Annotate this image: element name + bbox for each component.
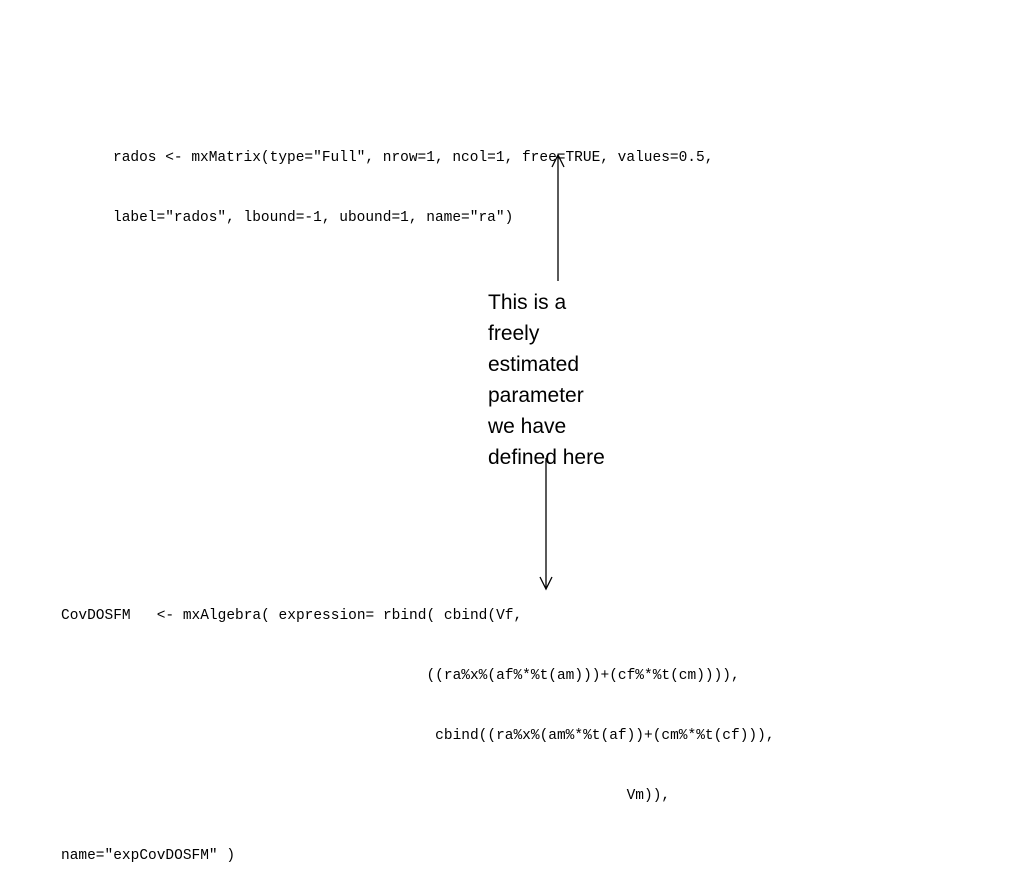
bottom-code-block: CovDOSFM <- mxAlgebra( expression= rbind… [61,566,775,886]
bottom-code-line-1: CovDOSFM <- mxAlgebra( expression= rbind… [61,608,523,624]
bottom-code-line-3: cbind((ra%x%(am%*%t(af))+(cm%*%t(cf))), [61,728,775,744]
bottom-code-line-4: Vm)), [61,788,671,804]
bottom-code-line-5: name="expCovDOSFM" ) [61,848,236,864]
top-code-line-2: label="rados", lbound=-1, ubound=1, name… [113,210,514,226]
callout-line-5: we have [488,415,567,438]
callout-line-1: This is a [488,291,567,314]
callout-line-6: defined here [488,446,605,469]
top-code-line-1: rados <- mxMatrix(type="Full", nrow=1, n… [113,150,714,166]
top-code-block: rados <- mxMatrix(type="Full", nrow=1, n… [113,108,713,248]
callout-line-4: parameter [488,384,584,407]
callout-text: This is a freely estimated parameter we … [488,287,638,473]
callout-line-2: freely [488,322,540,345]
callout-line-3: estimated [488,353,580,376]
bottom-code-line-2: ((ra%x%(af%*%t(am)))+(cf%*%t(cm)))), [61,668,740,684]
